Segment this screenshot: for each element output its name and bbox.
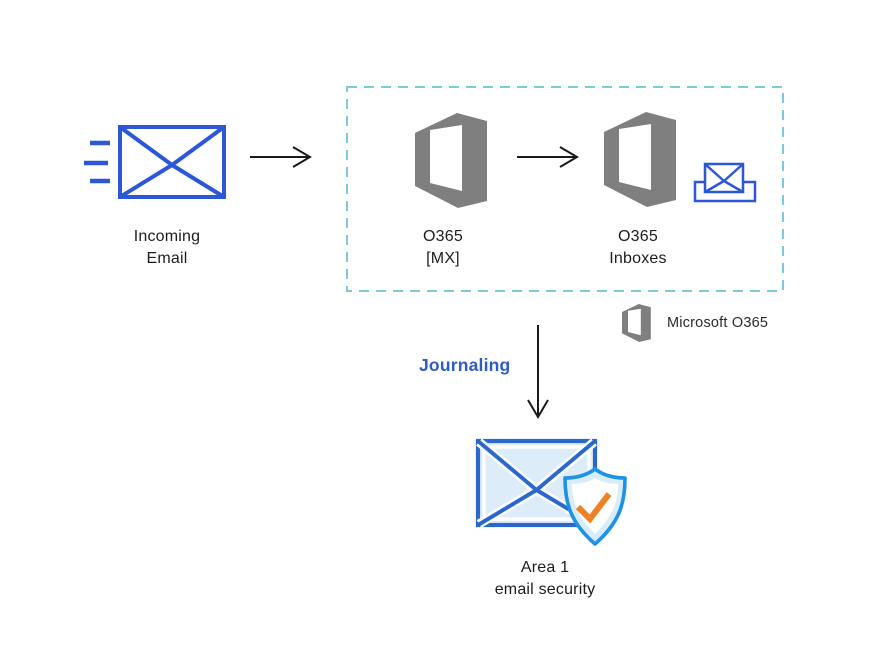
o365-boundary-box [346,86,784,292]
microsoft-o365-legend-label: Microsoft O365 [667,315,769,331]
speed-lines-icon [84,140,110,184]
arrow-down-icon [527,325,549,419]
incoming-email-label: Incoming Email [133,228,201,267]
journaling-label: Journaling [419,355,511,375]
arrow-right-icon [517,146,579,168]
o365-mx-label: O365 [MX] [423,228,463,267]
office-365-logo-icon [415,113,487,208]
inbox-tray-envelope-icon [693,162,757,203]
o365-inboxes-label: O365 Inboxes [609,228,667,267]
office-365-logo-icon [604,112,676,207]
check-icon [575,492,612,524]
envelope-with-shield-check-icon [475,438,627,546]
incoming-email-envelope-icon [84,125,226,199]
office-365-logo-icon [622,304,651,342]
arrow-right-icon [250,146,312,168]
shield-check-icon [563,467,627,546]
area1-email-security-label: Area 1 email security [494,559,596,598]
